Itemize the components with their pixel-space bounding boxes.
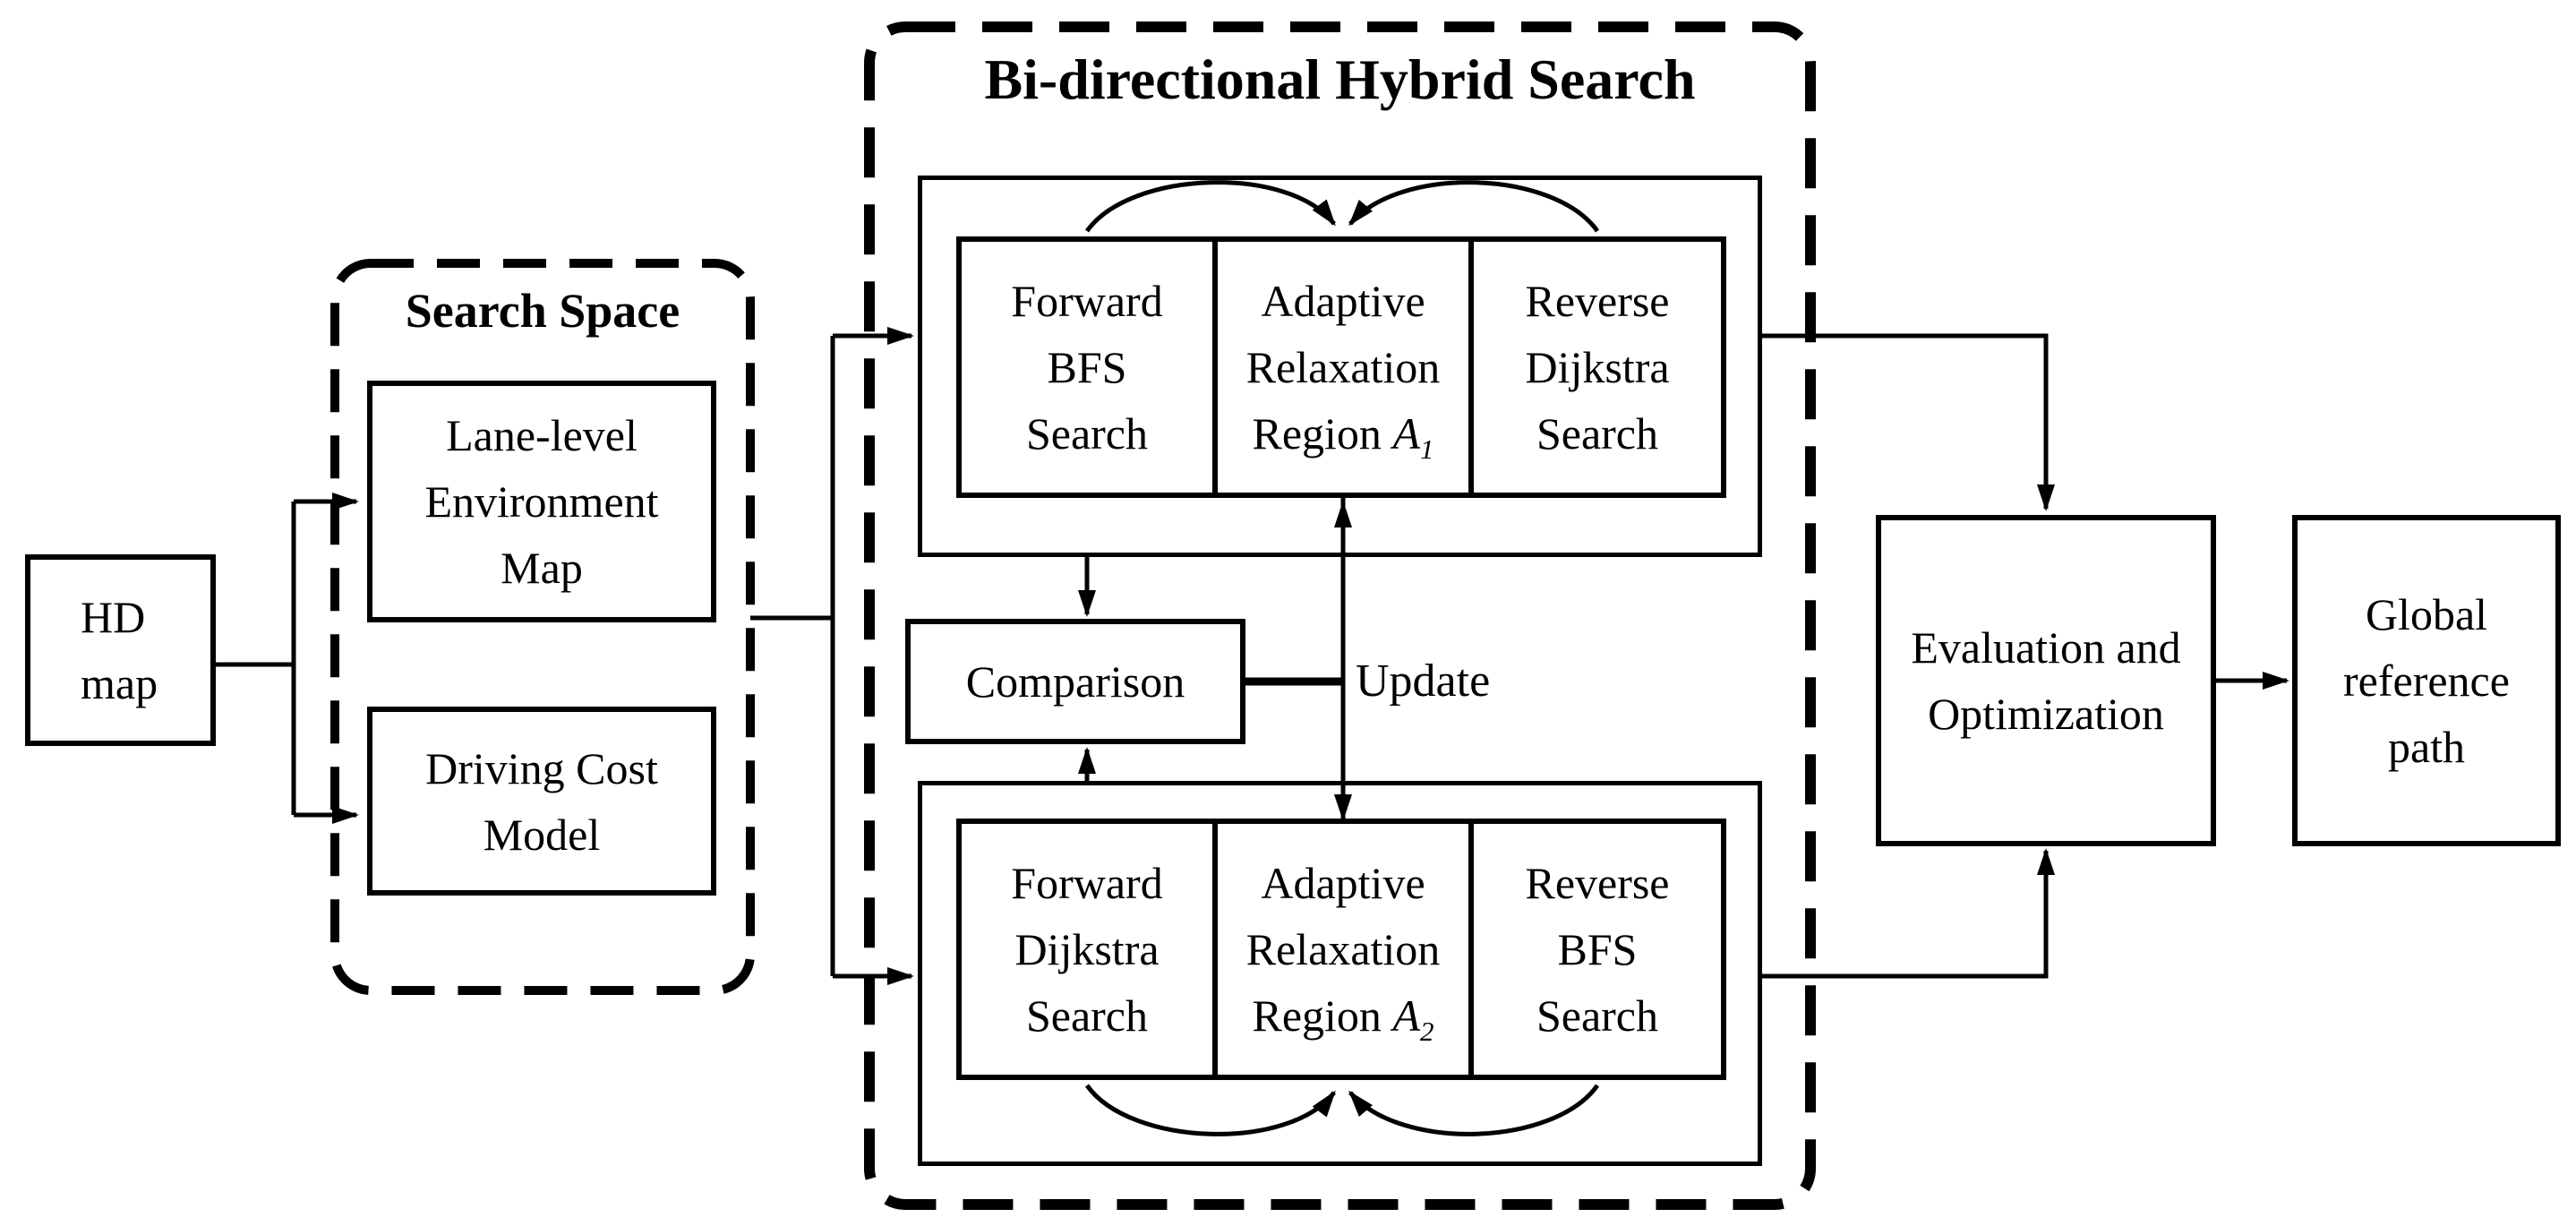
lane-level-line: Map bbox=[501, 543, 583, 593]
search-space-title: Search Space bbox=[405, 284, 680, 338]
arc-forwardbfs-to-a1 bbox=[1084, 180, 1336, 233]
reverse-bfs-line: Search bbox=[1536, 990, 1659, 1041]
hd-map-line: HD bbox=[81, 592, 146, 642]
bottom-search-container bbox=[918, 781, 1762, 1166]
forward-bfs-line: BFS bbox=[1047, 342, 1127, 392]
adaptive-a2-line: Adaptive bbox=[1261, 858, 1425, 908]
conn-topcontainer-to-evaluation bbox=[1762, 333, 2055, 511]
forward-bfs-line: Forward bbox=[1011, 276, 1163, 326]
forward-dijkstra-line: Search bbox=[1025, 990, 1149, 1041]
arc-reversedijkstra-to-a1 bbox=[1348, 180, 1600, 233]
reverse-bfs-line: BFS bbox=[1557, 924, 1638, 974]
adaptive-a2-line: Relaxation bbox=[1245, 924, 1441, 974]
evaluation-line: Evaluation and bbox=[1911, 622, 2181, 673]
reverse-dijkstra-line: Reverse bbox=[1525, 276, 1670, 326]
node-hd-map: HD map bbox=[25, 554, 216, 746]
comparison-label: Comparison bbox=[965, 656, 1185, 707]
node-lane-level-environment-map: Lane-level Environment Map bbox=[367, 381, 716, 622]
lane-level-line: Environment bbox=[424, 476, 659, 527]
node-forward-dijkstra-search: Forward Dijkstra Search bbox=[956, 819, 1218, 1080]
driving-cost-line: Model bbox=[483, 809, 601, 860]
top-search-container bbox=[918, 176, 1762, 557]
adaptive-a2-line: Region A2 bbox=[1252, 990, 1434, 1047]
node-forward-bfs-search: Forward BFS Search bbox=[956, 236, 1218, 498]
node-comparison: Comparison bbox=[905, 619, 1245, 744]
node-adaptive-relaxation-region-a1: Adaptive Relaxation Region A1 bbox=[1212, 236, 1474, 498]
bidirectional-dashed-border bbox=[864, 21, 1816, 1210]
global-path-line: Global bbox=[2365, 589, 2488, 639]
global-path-line: path bbox=[2387, 722, 2466, 772]
adaptive-a1-line: Region A1 bbox=[1252, 408, 1434, 465]
node-reverse-bfs-search: Reverse BFS Search bbox=[1468, 819, 1726, 1080]
search-space-dashed-border bbox=[330, 259, 755, 995]
forward-dijkstra-line: Dijkstra bbox=[1014, 924, 1160, 974]
node-driving-cost-model: Driving Cost Model bbox=[367, 707, 716, 896]
update-label: Update bbox=[1356, 656, 1491, 707]
node-adaptive-relaxation-region-a2: Adaptive Relaxation Region A2 bbox=[1212, 819, 1474, 1080]
reverse-dijkstra-line: Search bbox=[1536, 408, 1659, 459]
reverse-dijkstra-line: Dijkstra bbox=[1525, 342, 1670, 392]
conn-bottomcontainer-to-evaluation bbox=[1762, 848, 2055, 979]
adaptive-a1-line: Adaptive bbox=[1261, 276, 1425, 326]
arc-reversebfs-to-a2 bbox=[1348, 1084, 1600, 1136]
global-path-line: reference bbox=[2343, 656, 2510, 706]
lane-level-line: Lane-level bbox=[446, 410, 638, 460]
adaptive-a1-line: Relaxation bbox=[1245, 342, 1441, 392]
node-global-reference-path: Global reference path bbox=[2292, 515, 2561, 846]
arc-forwarddijkstra-to-a2 bbox=[1084, 1084, 1336, 1136]
reverse-bfs-line: Reverse bbox=[1525, 858, 1670, 908]
evaluation-line: Optimization bbox=[1928, 689, 2164, 739]
forward-bfs-line: Search bbox=[1025, 408, 1149, 459]
driving-cost-line: Driving Cost bbox=[425, 742, 658, 793]
bidirectional-hybrid-search-title: Bi-directional Hybrid Search bbox=[984, 47, 1696, 111]
node-evaluation-and-optimization: Evaluation and Optimization bbox=[1876, 515, 2216, 846]
node-reverse-dijkstra-search: Reverse Dijkstra Search bbox=[1468, 236, 1726, 498]
hd-map-line: map bbox=[81, 658, 158, 708]
forward-dijkstra-line: Forward bbox=[1011, 858, 1163, 908]
